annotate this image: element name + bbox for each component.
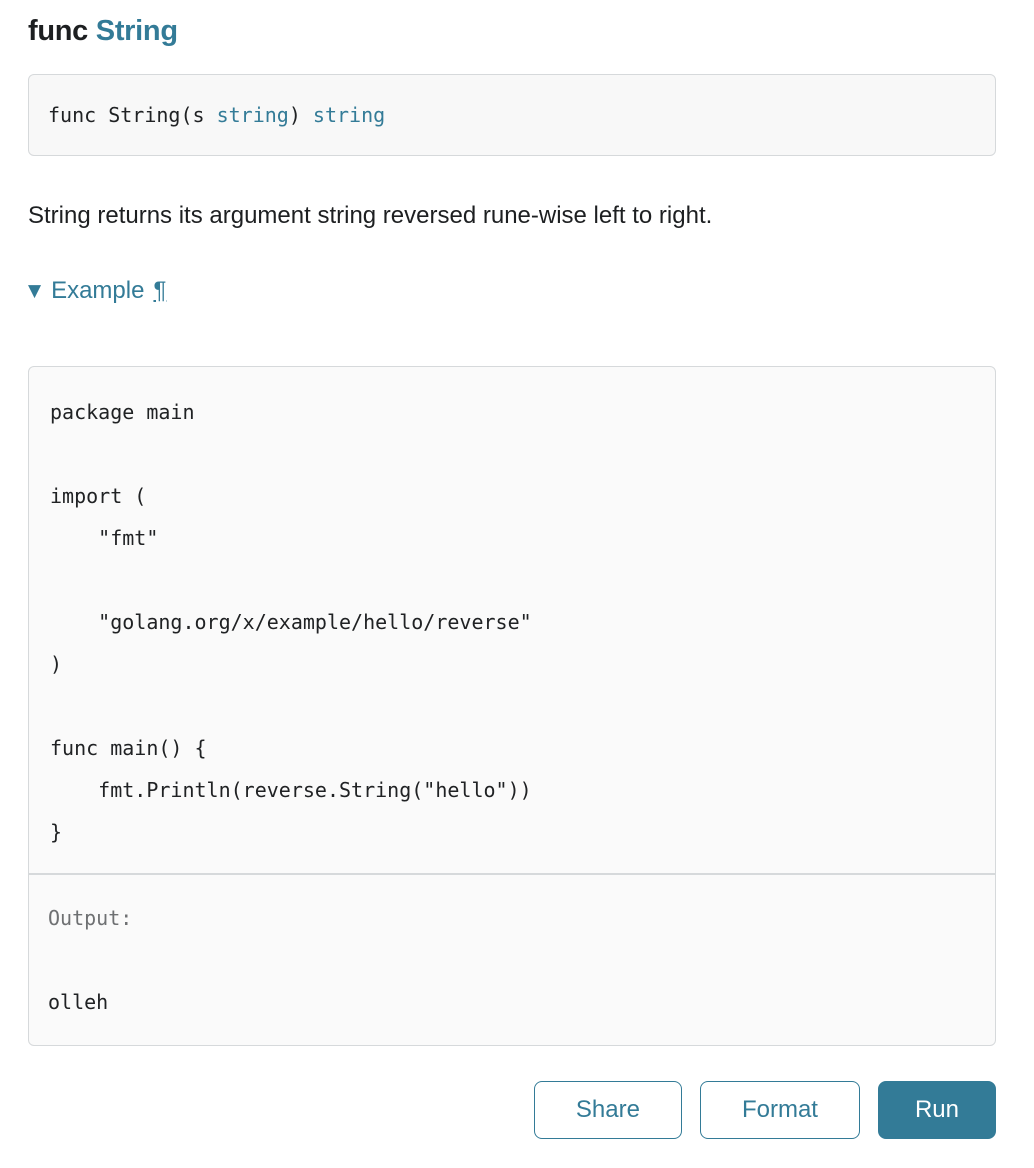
code-editor[interactable]: package main import ( "fmt" "golang.org/… — [48, 389, 976, 851]
playground-actions: Share Format Run — [28, 1081, 996, 1139]
example-output-panel: Output: olleh — [28, 874, 996, 1046]
output-text: olleh — [48, 990, 109, 1014]
output-spacer — [48, 939, 976, 981]
signature-prefix: func String(s — [48, 103, 217, 127]
function-signature-box: func String(s string) string — [28, 74, 996, 156]
func-keyword: func — [28, 15, 89, 47]
signature-separator: ) — [288, 103, 313, 127]
section-anchor-link[interactable]: ¶ — [153, 277, 167, 304]
return-type-link[interactable]: string — [312, 103, 386, 127]
example-playground: package main import ( "fmt" "golang.org/… — [28, 366, 996, 1046]
format-button[interactable]: Format — [699, 1081, 860, 1139]
run-button[interactable]: Run — [877, 1081, 996, 1139]
function-name-link[interactable]: String — [95, 15, 178, 47]
output-label: Output: — [48, 906, 133, 930]
page-title: func String — [28, 12, 996, 50]
share-button[interactable]: Share — [533, 1081, 682, 1139]
example-toggle[interactable]: ▼ Example ¶ — [28, 277, 996, 305]
param-type-link[interactable]: string — [216, 103, 289, 127]
documentation-page: func String func String(s string) string… — [28, 12, 996, 1139]
function-description: String returns its argument string rever… — [28, 202, 713, 229]
example-toggle-label: Example — [51, 277, 145, 304]
code-editor-container: package main import ( "fmt" "golang.org/… — [28, 366, 996, 874]
collapse-triangle-icon: ▼ — [28, 280, 42, 301]
